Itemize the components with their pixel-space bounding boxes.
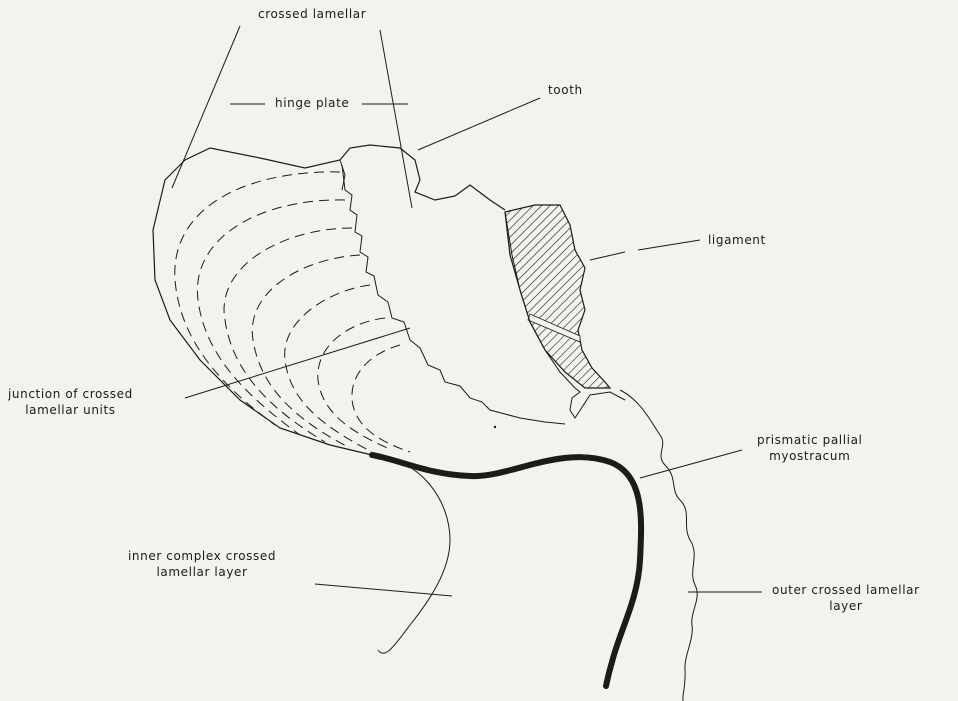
growth-line-5 [285, 285, 372, 452]
label-ligament: ligament [708, 232, 766, 248]
leader-crossed-lamellar [380, 30, 412, 208]
growth-line-6 [318, 318, 392, 450]
leader-lines [172, 26, 762, 596]
label-junction: junction of crossed lamellar units [8, 386, 133, 418]
leader-junction [185, 328, 410, 398]
growth-line-4 [252, 255, 360, 448]
speck-mark [494, 426, 496, 428]
outer-layer-outline [620, 390, 697, 701]
inner-layer-outline [372, 455, 450, 653]
leader-tooth [418, 98, 540, 150]
myostracum-band [372, 455, 641, 686]
label-outer: outer crossed lamellar layer [772, 582, 920, 614]
growth-line-2 [197, 200, 345, 435]
growth-line-3 [224, 228, 352, 442]
ligament-region [505, 205, 610, 388]
leader-inner [315, 584, 452, 596]
label-hinge-plate: hinge plate [275, 95, 349, 111]
label-prismatic: prismatic pallial myostracum [757, 432, 863, 464]
leader-crossed-lamellar-left [172, 26, 240, 188]
leader-ligament-2 [638, 240, 700, 250]
leader-ligament-1 [590, 252, 625, 260]
label-inner: inner complex crossed lamellar layer [128, 548, 276, 580]
label-crossed-lamellar: crossed lamellar [258, 6, 366, 22]
growth-line-7 [352, 345, 410, 452]
label-tooth: tooth [548, 82, 583, 98]
leader-prismatic [640, 450, 742, 478]
growth-lines [175, 172, 410, 452]
growth-line-1 [175, 172, 340, 425]
